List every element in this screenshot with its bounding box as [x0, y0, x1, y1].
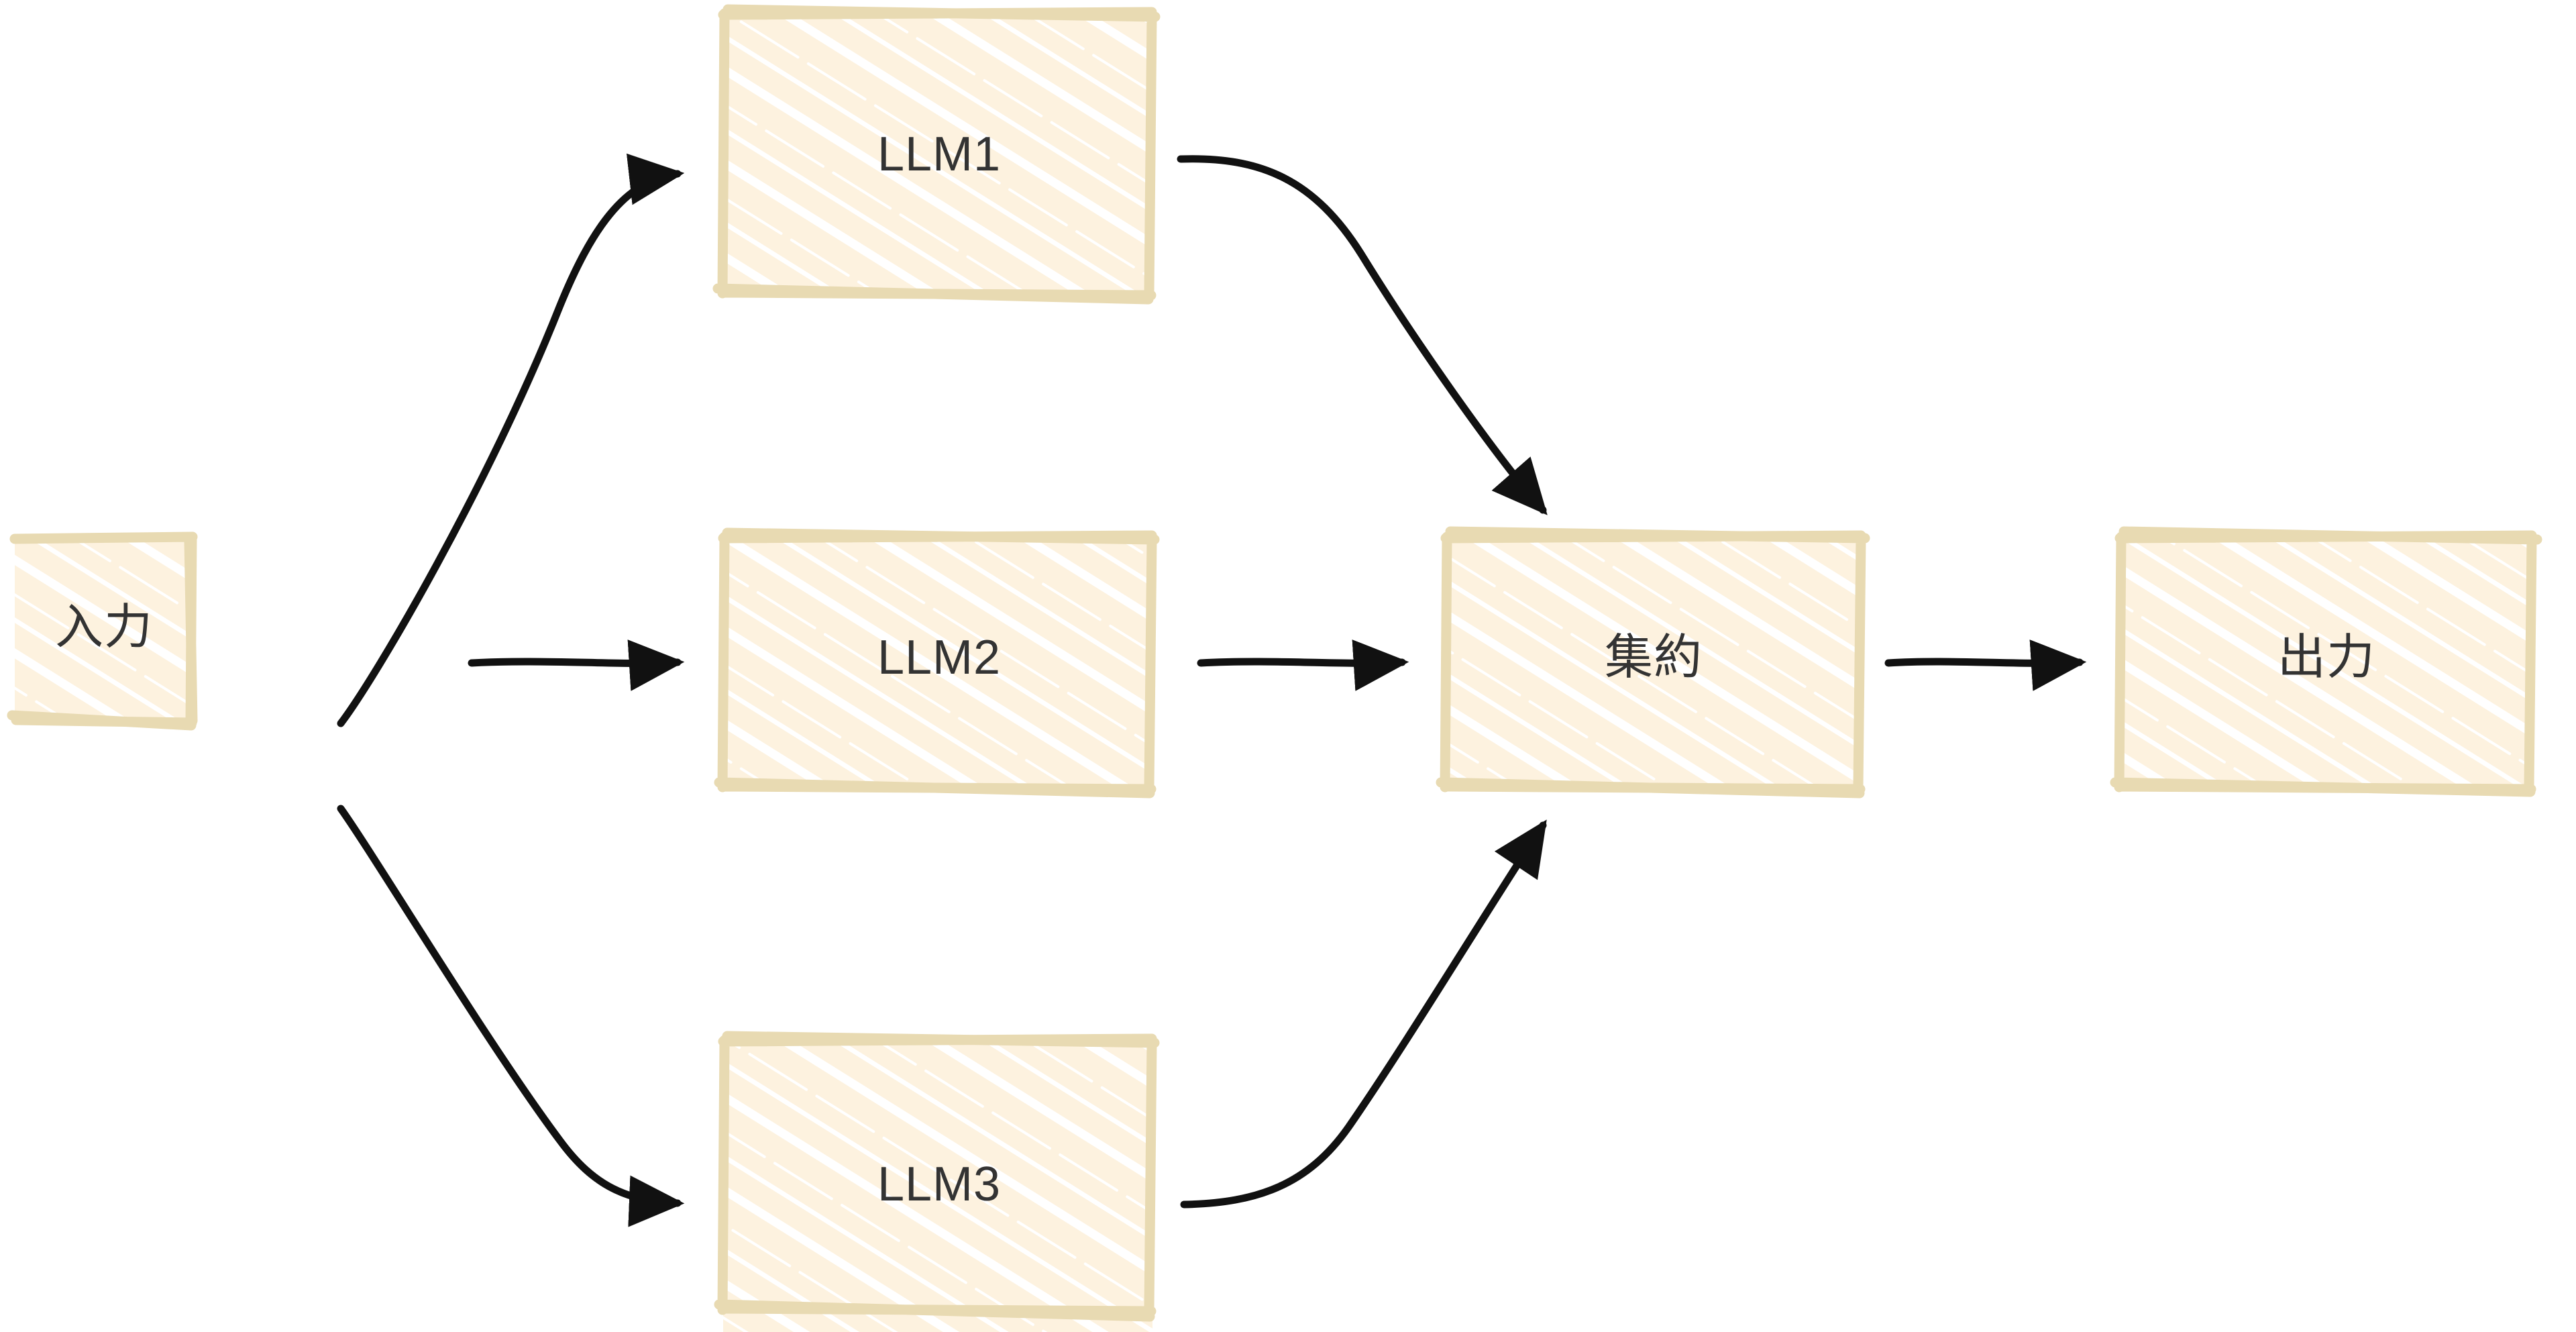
edge-llm2-to-aggregate [1197, 639, 1409, 691]
node-llm1[interactable]: LLM1 [712, 4, 1161, 305]
node-input-label: 入力 [55, 601, 153, 654]
edge-input-to-llm2 [468, 639, 685, 691]
node-output[interactable]: 出力 [2110, 526, 2542, 797]
node-llm2-shape [723, 535, 1152, 788]
edge-aggregate-to-output [1884, 639, 2087, 691]
node-output-shape [2120, 535, 2532, 788]
node-llm2-border [714, 527, 1160, 799]
node-aggregate-border [1436, 526, 1870, 799]
node-output-label: 出力 [2277, 631, 2375, 684]
node-llm1-label: LLM1 [877, 127, 1001, 181]
node-llm1-border [712, 4, 1161, 305]
edge-input-to-llm3 [337, 805, 685, 1227]
node-llm3-shape [723, 1039, 1152, 1332]
node-llm1-shape [723, 12, 1152, 294]
node-input[interactable]: 入力 [7, 531, 198, 731]
edge-layer [337, 153, 2087, 1227]
node-llm3-border [714, 1031, 1160, 1322]
node-aggregate[interactable]: 集約 [1436, 526, 1870, 799]
node-output-border [2110, 526, 2542, 797]
node-llm2-label: LLM2 [877, 631, 1001, 684]
node-aggregate-shape [1446, 535, 1862, 788]
node-llm3[interactable]: LLM3 [714, 1031, 1160, 1332]
edge-input-to-llm1 [337, 153, 685, 727]
node-input-border [7, 531, 198, 731]
node-llm3-label: LLM3 [877, 1158, 1001, 1211]
node-input-shape [15, 537, 193, 721]
node-llm2[interactable]: LLM2 [714, 527, 1160, 799]
edge-llm3-to-aggregate [1180, 819, 1547, 1209]
edge-llm1-to-aggregate [1177, 155, 1548, 515]
node-aggregate-label: 集約 [1605, 631, 1703, 684]
